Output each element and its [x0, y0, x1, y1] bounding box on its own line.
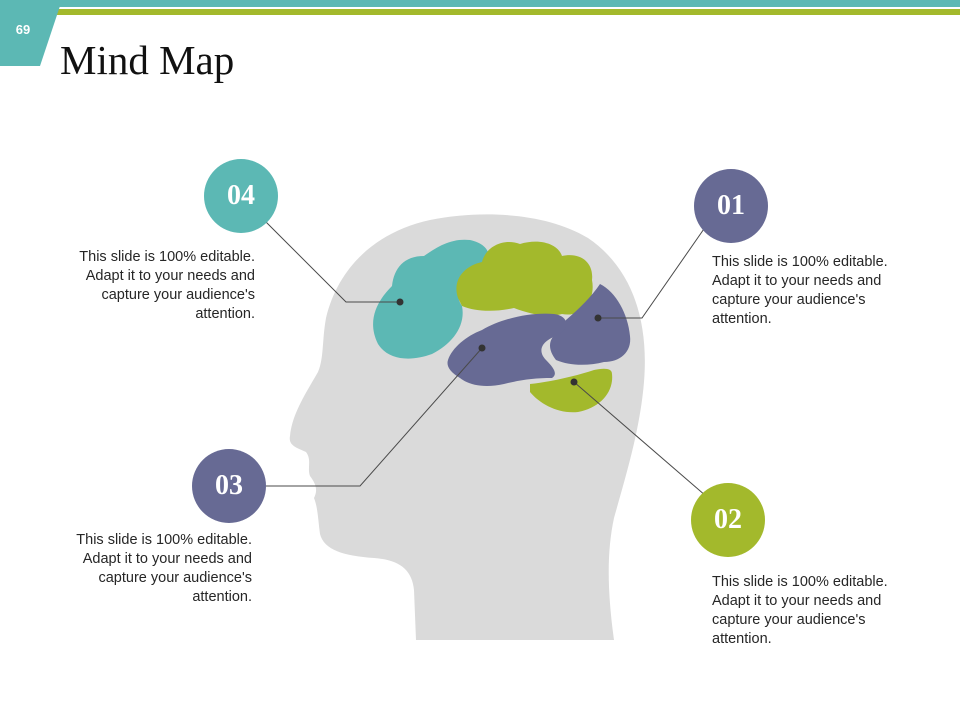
connector-dot-01	[594, 314, 602, 322]
connector-dot-02	[570, 378, 578, 386]
description-02: This slide is 100% editable. Adapt it to…	[712, 574, 888, 647]
brain-lobe-green-bottom	[530, 368, 613, 413]
number-circle-03: 03	[192, 449, 266, 523]
connector-01	[598, 225, 707, 319]
brain-lobe-purple-middle	[447, 313, 567, 386]
connector-04	[263, 219, 400, 303]
header-bar-green	[0, 9, 960, 15]
page-title: Mind Map	[60, 37, 235, 83]
connector-03	[266, 347, 483, 487]
connector-dot-03	[478, 344, 486, 352]
slide-number-tab	[0, 0, 62, 66]
connector-02	[573, 381, 707, 497]
number-circle-02: 02	[691, 483, 765, 557]
brain-lobe-purple-back	[550, 284, 631, 365]
connector-dot-04	[396, 298, 404, 306]
description-01: This slide is 100% editable. Adapt it to…	[712, 254, 888, 327]
brain-lobe-teal	[373, 239, 489, 359]
brain-lobe-green-top	[456, 241, 593, 316]
description-03: This slide is 100% editable. Adapt it to…	[76, 532, 252, 605]
slide-number: 69	[15, 22, 31, 37]
number-circle-01: 01	[694, 169, 768, 243]
description-04: This slide is 100% editable. Adapt it to…	[79, 249, 255, 322]
header-bar-teal	[0, 0, 960, 7]
number-circle-04: 04	[204, 159, 278, 233]
